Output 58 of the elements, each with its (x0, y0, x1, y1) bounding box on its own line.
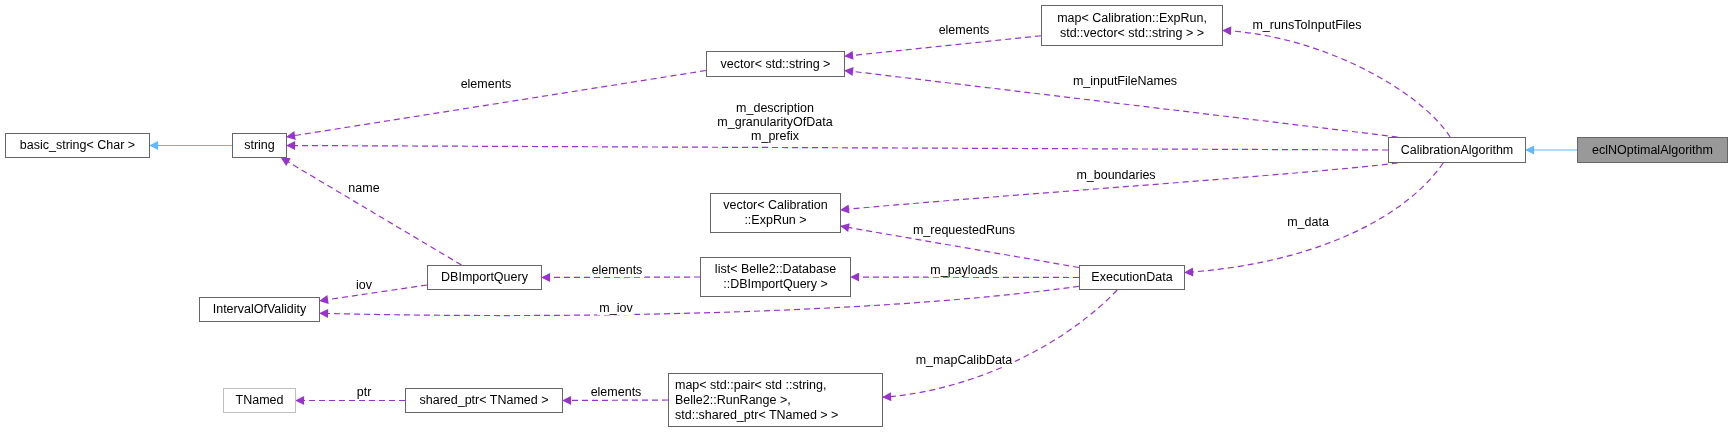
arrow (319, 285, 1080, 318)
class-box (1041, 5, 1223, 46)
arrow (319, 284, 428, 304)
edge-label: elements (458, 77, 514, 91)
class-name: basic_string< Char > (19, 138, 136, 153)
class-box (5, 133, 150, 158)
edge-label: m_inputFileNames (1070, 74, 1180, 88)
class-name: map< std::pair< std ::string, Belle2::RunRange >, std::shared_ptr< TNamed > > (675, 377, 840, 423)
class-box (706, 51, 845, 77)
class-box (223, 388, 296, 413)
class-box (710, 193, 841, 233)
arrow (541, 272, 701, 282)
class-box (668, 373, 883, 427)
edge-label: elements (589, 263, 645, 277)
edge-label: elements (588, 385, 644, 399)
class-box (405, 388, 563, 413)
arrow (149, 141, 233, 150)
arrow (850, 272, 1080, 282)
class-name: CalibrationAlgorithm (1400, 142, 1514, 158)
arrow (286, 69, 707, 140)
edge-label: ptr (354, 385, 374, 399)
class-name: TNamed (235, 393, 284, 408)
edge-label: iov (354, 278, 374, 292)
class-name: list< Belle2::Database ::DBImportQuery > (713, 262, 838, 292)
class-name: DBImportQuery (441, 270, 528, 285)
class-box (1388, 137, 1526, 163)
class-box (232, 133, 287, 158)
edge-label: m_runsToInputFiles (1250, 18, 1364, 32)
edge-label: m_data (1285, 215, 1331, 229)
edge-label: elements (936, 23, 992, 37)
edge-label: m_boundaries (1074, 168, 1158, 182)
arrow (562, 395, 669, 405)
class-box (199, 297, 320, 322)
class-box (1079, 265, 1185, 290)
arrow (295, 396, 406, 405)
arrow (280, 157, 463, 266)
class-box (427, 265, 542, 290)
class-name: vector< Calibration ::ExpRun > (722, 198, 829, 228)
arrow (882, 289, 1118, 401)
arrow (1184, 162, 1444, 277)
edge-label: m_mapCalibData (913, 353, 1015, 367)
class-box (700, 257, 851, 297)
class-name: map< Calibration::ExpRun, std::vector< std::string > > (1056, 10, 1208, 41)
edge-label: m_requestedRuns (910, 223, 1018, 237)
arrow (840, 223, 1080, 269)
class-box (1577, 137, 1728, 163)
class-name: eclNOptimalAlgorithm (1592, 142, 1713, 158)
class-name: ExecutionData (1091, 270, 1173, 285)
class-name: IntervalOfValidity (212, 302, 307, 317)
arrow (286, 141, 1389, 151)
arrow (1222, 26, 1451, 138)
class-name: vector< std::string > (720, 56, 831, 72)
arrow (1525, 145, 1578, 155)
class-name: shared_ptr< TNamed > (419, 393, 549, 408)
edge-label: m_payloads (928, 263, 1000, 277)
edge-label: m_iov (597, 301, 635, 315)
arrow (844, 35, 1042, 60)
class-name: string (244, 138, 275, 153)
